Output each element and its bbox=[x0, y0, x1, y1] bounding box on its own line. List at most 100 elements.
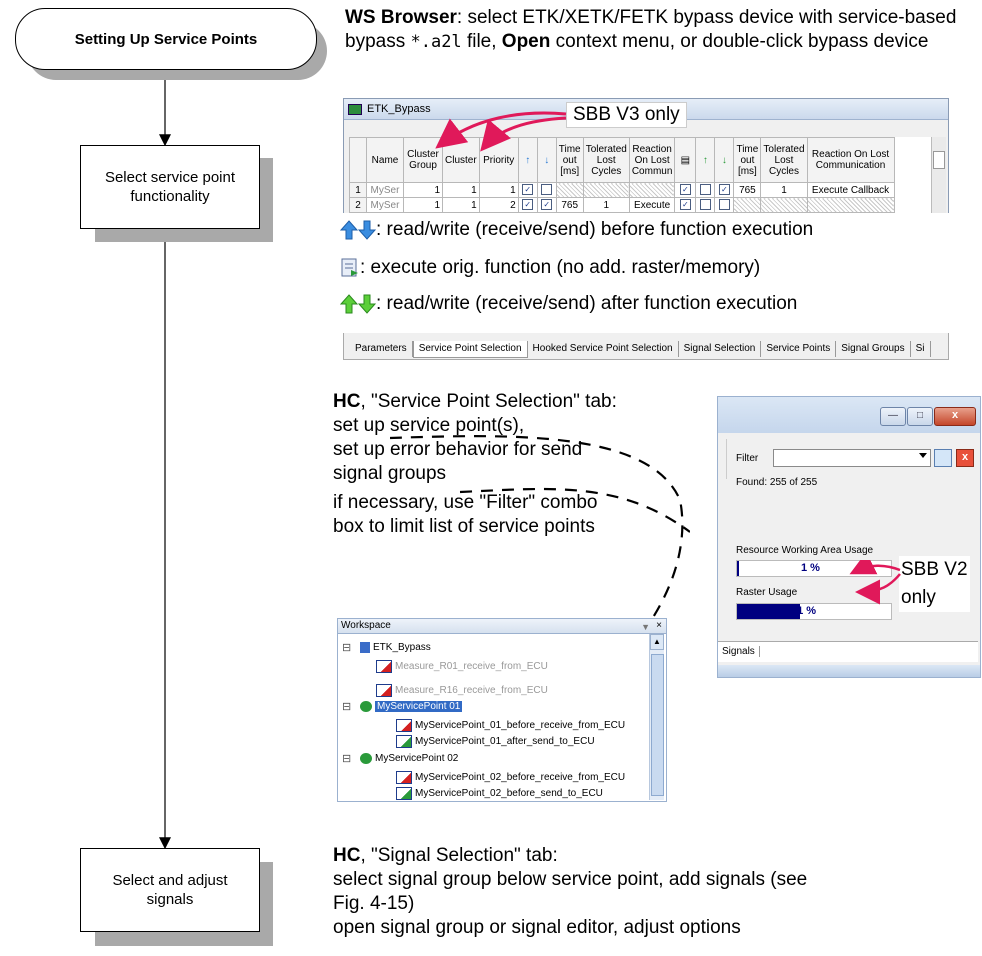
filter-bottom-strip bbox=[718, 665, 980, 677]
signal-group-receive-icon bbox=[396, 771, 412, 784]
checkbox[interactable]: ✓ bbox=[522, 199, 534, 211]
table-cell: 1 bbox=[403, 182, 443, 198]
tab-5[interactable]: Signal Groups bbox=[836, 341, 911, 357]
hc-signal-selection-text: HC, "Signal Selection" tab: select signa… bbox=[333, 845, 808, 938]
checkbox-cell[interactable]: ✓ bbox=[517, 182, 538, 198]
checkbox[interactable]: ✓ bbox=[718, 184, 730, 196]
tree-item[interactable]: MyServicePoint_01_after_send_to_ECU bbox=[396, 735, 595, 748]
tree-item[interactable]: Measure_R16_receive_from_ECU bbox=[376, 684, 548, 697]
checkbox[interactable]: ✓ bbox=[679, 184, 691, 196]
tree-item[interactable]: MyServicePoint_01_before_receive_from_EC… bbox=[396, 719, 625, 732]
minimize-button[interactable]: — bbox=[880, 407, 906, 426]
column-header[interactable]: ↑ bbox=[517, 137, 538, 183]
filter-separator bbox=[718, 439, 727, 479]
column-header[interactable]: ↓ bbox=[714, 137, 735, 183]
column-header[interactable]: Tolerated Lost Cycles bbox=[582, 137, 630, 183]
signal-group-receive-icon bbox=[396, 719, 412, 732]
checkbox-cell[interactable] bbox=[695, 197, 716, 213]
execute-function-icon bbox=[341, 258, 358, 277]
step1-label: Select service point functionality bbox=[104, 169, 236, 205]
window-icon bbox=[348, 103, 362, 115]
column-header[interactable]: Time out [ms] bbox=[733, 137, 762, 183]
checkbox[interactable]: ✓ bbox=[541, 199, 553, 211]
checkbox-cell[interactable] bbox=[714, 197, 735, 213]
tree-item-label: MyServicePoint_02_before_send_to_ECU bbox=[415, 788, 603, 799]
tab-6[interactable]: Si bbox=[911, 341, 931, 357]
tree-item[interactable]: Measure_R01_receive_from_ECU bbox=[376, 660, 548, 673]
checkbox[interactable] bbox=[699, 184, 711, 196]
tree-item-label: Measure_R16_receive_from_ECU bbox=[395, 685, 548, 696]
tab-0[interactable]: Parameters bbox=[350, 341, 413, 357]
checkbox-cell[interactable] bbox=[536, 182, 557, 198]
legend-row-orig: : execute orig. function (no add. raster… bbox=[340, 257, 760, 279]
arrow-to-raster-usage bbox=[855, 573, 901, 605]
scroll-thumb[interactable] bbox=[933, 151, 945, 169]
signals-tab[interactable]: Signals bbox=[718, 641, 978, 662]
filter-combo[interactable] bbox=[773, 449, 931, 467]
tab-1[interactable]: Service Point Selection bbox=[412, 341, 528, 358]
scroll-thumb[interactable] bbox=[651, 654, 664, 796]
service-point-icon bbox=[360, 701, 372, 712]
table-cell bbox=[628, 182, 676, 198]
collapse-icon[interactable]: ⊟ bbox=[342, 753, 352, 765]
checkbox-cell[interactable]: ✓ bbox=[674, 197, 697, 213]
table-cell: 765 bbox=[555, 197, 584, 213]
tab-4[interactable]: Service Points bbox=[761, 341, 837, 357]
tree-item[interactable]: ⊟MyServicePoint 02 bbox=[342, 753, 458, 765]
pin-icon[interactable]: ▼ bbox=[641, 622, 650, 632]
column-header[interactable] bbox=[349, 137, 367, 183]
arrow-to-resource-usage bbox=[849, 560, 901, 575]
collapse-icon[interactable]: ⊟ bbox=[342, 642, 352, 654]
close-icon[interactable]: × bbox=[656, 620, 662, 631]
flow-connectors bbox=[159, 69, 171, 850]
tree-item[interactable]: MyServicePoint_02_before_receive_from_EC… bbox=[396, 771, 625, 784]
tree-item[interactable]: MyServicePoint_02_before_send_to_ECU bbox=[396, 787, 603, 800]
dashed-pointers bbox=[390, 435, 690, 695]
filter-funnel-icon[interactable] bbox=[934, 449, 952, 467]
close-button[interactable]: x bbox=[934, 407, 976, 426]
tab-2[interactable]: Hooked Service Point Selection bbox=[528, 341, 679, 357]
scrollbar-vertical[interactable] bbox=[931, 137, 946, 213]
column-header[interactable]: Reaction On Lost Commun bbox=[628, 137, 676, 183]
column-header[interactable]: ▤ bbox=[674, 137, 697, 183]
service-point-icon bbox=[360, 753, 372, 764]
tab-3[interactable]: Signal Selection bbox=[679, 341, 762, 357]
checkbox-cell[interactable]: ✓ bbox=[536, 197, 557, 213]
clear-filter-icon[interactable]: x bbox=[956, 449, 974, 467]
checkbox[interactable] bbox=[541, 184, 553, 196]
column-header[interactable]: Time out [ms] bbox=[555, 137, 584, 183]
table-cell bbox=[582, 182, 630, 198]
checkbox-cell[interactable]: ✓ bbox=[517, 197, 538, 213]
checkbox[interactable]: ✓ bbox=[522, 184, 534, 196]
column-header[interactable]: Name bbox=[366, 137, 404, 183]
table-cell: 1 bbox=[403, 197, 443, 213]
arrow-to-cluster-group bbox=[435, 111, 567, 149]
arrow-down-blue-icon bbox=[358, 220, 376, 240]
column-header[interactable]: Reaction On Lost Communication bbox=[806, 137, 895, 183]
tree-item[interactable]: ⊟MyServicePoint 01 bbox=[342, 701, 463, 713]
maximize-button[interactable]: □ bbox=[907, 407, 933, 426]
column-header[interactable]: Tolerated Lost Cycles bbox=[760, 137, 808, 183]
table-cell bbox=[806, 197, 895, 213]
collapse-icon[interactable]: ⊟ bbox=[342, 701, 352, 713]
filter-window: — □ x Filter x Found: 255 of 255 Resourc… bbox=[717, 396, 981, 678]
workspace-scrollbar[interactable]: ▲ bbox=[649, 634, 664, 800]
scroll-up-button[interactable]: ▲ bbox=[650, 634, 664, 650]
table-cell: 1 bbox=[442, 197, 480, 213]
table-cell: MySer bbox=[366, 197, 404, 213]
checkbox[interactable]: ✓ bbox=[679, 199, 691, 211]
checkbox-cell[interactable]: ✓ bbox=[714, 182, 735, 198]
table-cell: Execute Callback bbox=[806, 182, 895, 198]
signal-group-send-icon bbox=[396, 735, 412, 748]
checkbox[interactable] bbox=[699, 199, 711, 211]
checkbox-cell[interactable] bbox=[695, 182, 716, 198]
tree-item[interactable]: ⊟ETK_Bypass bbox=[342, 642, 431, 654]
column-header[interactable]: ↓ bbox=[536, 137, 557, 183]
checkbox[interactable] bbox=[718, 199, 730, 211]
checkbox-cell[interactable]: ✓ bbox=[674, 182, 697, 198]
column-header[interactable]: ↑ bbox=[695, 137, 716, 183]
raster-usage-fill bbox=[737, 604, 801, 619]
